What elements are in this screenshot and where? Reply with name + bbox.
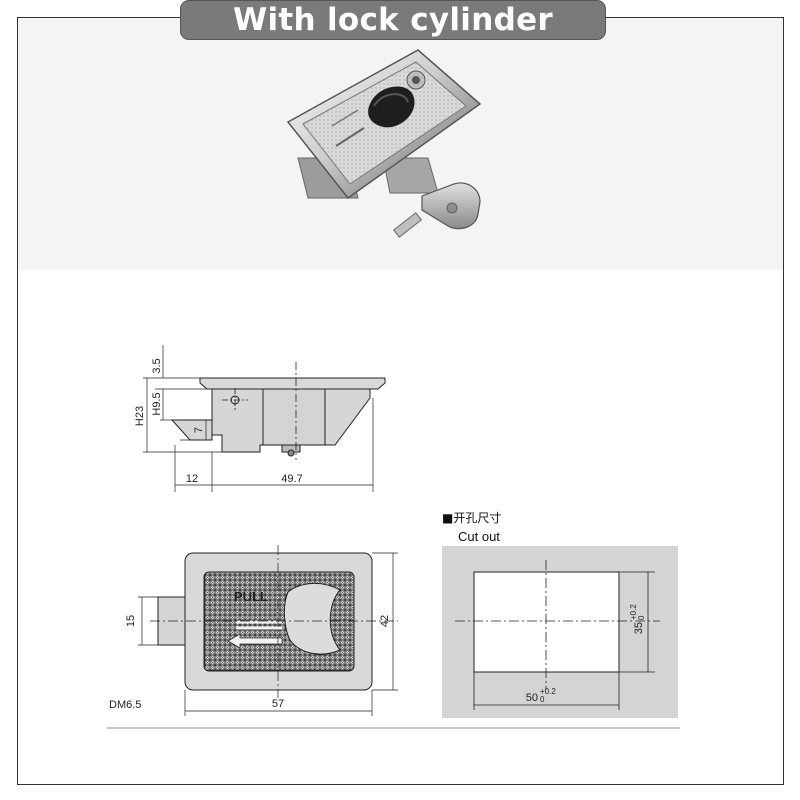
dim-latch-height: 7 [193,427,205,433]
dim-body-height: H9.5 [151,392,163,415]
dim-front-width: 57 [272,698,284,710]
dim-screw: DM6.5 [109,699,141,711]
dim-cutout-width: 50 [526,692,538,704]
cutout-title-en: Cut out [458,529,500,544]
dim-cutout-height-tol-lower: 0 [637,615,646,620]
side-view [170,362,386,460]
title-banner: With lock cylinder [180,0,606,40]
dim-front-height: 42 [379,615,391,627]
cutout-title-cn: ■开孔尺寸 [442,511,501,525]
pull-label: PULL [234,589,268,604]
dim-cutout-width-tol-lower: 0 [540,695,545,704]
lock-flange [286,49,482,200]
dim-total-height: H23 [134,406,146,426]
dim-cutout-height: 35 [633,622,645,634]
dim-latch-width: 15 [125,615,137,627]
dim-top-flange: 3.5 [151,358,163,373]
product-photo-panel [18,18,783,270]
cutout-view [442,546,678,718]
dim-cutout-width-tol-upper: +0.2 [540,687,556,696]
dim-latch-offset: 12 [186,473,198,485]
front-view [157,552,373,691]
dim-cutout-height-tol-upper: +0.2 [629,604,638,620]
dim-body-length: 49.7 [281,473,302,485]
key [393,182,481,238]
product-photo [286,49,482,238]
side-view-dims [143,345,374,492]
